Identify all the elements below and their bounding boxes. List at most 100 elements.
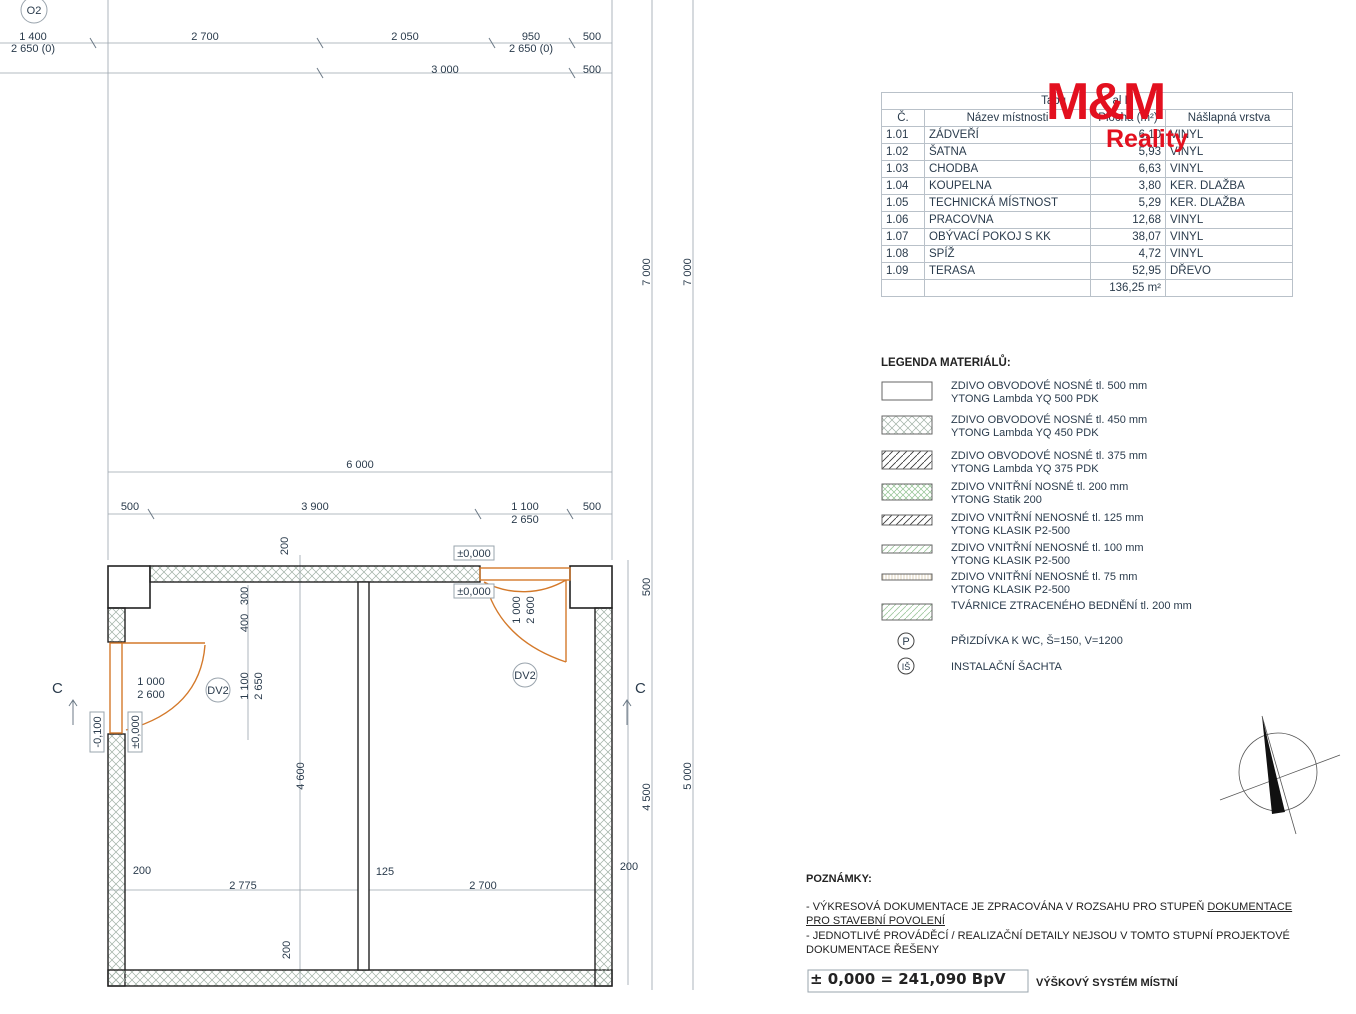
cell-floor: VINYL — [1165, 160, 1293, 178]
cell-floor: VINYL — [1165, 211, 1293, 229]
room-table: Tabu al N Č. Název místnosti Plocha (m²)… — [881, 92, 1293, 297]
height-reference-value: ± 0,000 = 241,090 BpV — [810, 970, 1006, 988]
level-left-zero: ±0,000 — [130, 715, 142, 749]
legend-item-line2: YTONG Lambda YQ 500 PDK — [951, 393, 1099, 405]
cell-floor: KER. DLAŽBA — [1165, 194, 1293, 212]
legend-item-line1: ZDIVO VNITŘNÍ NOSNÉ tl. 200 mm — [951, 481, 1129, 493]
room-table-title-tail: al N — [1112, 95, 1133, 107]
legend-item-line2: YTONG KLASIK P2-500 — [951, 584, 1071, 596]
dim-top-500a: 500 — [583, 31, 601, 43]
legend-symbol-p: P — [902, 636, 909, 648]
cell-no: 1.04 — [881, 177, 925, 195]
dim-inner-4600: 4 600 — [295, 762, 307, 790]
legend-symbol-is: IŠ — [902, 662, 911, 672]
dim-right-4500: 4 500 — [641, 783, 653, 811]
dim-top-2650a: 2 650 (0) — [11, 43, 55, 55]
cell-no: 1.07 — [881, 228, 925, 246]
legend-symbol-is-text: INSTALAČNÍ ŠACHTA — [951, 661, 1062, 673]
header-no: Č. — [881, 109, 925, 127]
level-left-minus: -0,100 — [92, 716, 104, 747]
door-left-label: DV2 — [207, 685, 228, 697]
legend-title: LEGENDA MATERIÁLŮ: — [881, 357, 1011, 369]
dim-door-right-2600: 2 600 — [525, 596, 537, 624]
height-reference-label: VÝŠKOVÝ SYSTÉM MÍSTNÍ — [1036, 977, 1178, 989]
cell-name: CHODBA — [924, 160, 1091, 178]
legend-item-line2: YTONG Lambda YQ 450 PDK — [951, 427, 1099, 439]
dim-overall-6000: 6 000 — [346, 459, 374, 471]
legend-item-line2: YTONG Statik 200 — [951, 494, 1042, 506]
logo-sub: Reality — [1106, 125, 1188, 153]
notes-line2: PRO STAVEBNÍ POVOLENÍ — [806, 915, 945, 927]
dim-bottom-200-left: 200 — [133, 865, 151, 877]
dim-row3-500b: 500 — [583, 501, 601, 513]
room-table-title: Tabu — [1041, 95, 1067, 107]
legend-item: TVÁRNICE ZTRACENÉHO BEDNĚNÍ tl. 200 mm — [951, 600, 1192, 613]
dim-right-500: 500 — [641, 578, 653, 596]
marker-o2-label: O2 — [27, 5, 42, 17]
notes-line3: - JEDNOTLIVÉ PROVÁDĚCÍ / REALIZAČNÍ DETA… — [806, 930, 1290, 942]
dim-row3-500a: 500 — [121, 501, 139, 513]
dim-top-2700: 2 700 — [191, 31, 219, 43]
cell-name: TERASA — [924, 262, 1091, 280]
door-left-height: 2 600 — [137, 689, 165, 701]
cell-name: SPÍŽ — [924, 245, 1091, 263]
cell-no: 1.05 — [881, 194, 925, 212]
legend-item-line1: ZDIVO OBVODOVÉ NOSNÉ tl. 375 mm — [951, 450, 1148, 462]
section-c-right: C — [635, 680, 646, 697]
notes-line1: - VÝKRESOVÁ DOKUMENTACE JE ZPRACOVÁNA V … — [806, 900, 1292, 914]
cell-floor: VINYL — [1165, 228, 1293, 246]
cell-area: 52,95 — [1090, 262, 1166, 280]
cell-no: 1.01 — [881, 126, 925, 144]
legend-item-line2: YTONG Lambda YQ 375 PDK — [951, 463, 1099, 475]
cell-no: 1.02 — [881, 143, 925, 161]
header-area: Plocha (m²) — [1090, 109, 1166, 127]
legend-item-line1: ZDIVO VNITŘNÍ NENOSNÉ tl. 75 mm — [951, 571, 1138, 583]
cell-no: 1.06 — [881, 211, 925, 229]
cell-name: TECHNICKÁ MÍSTNOST — [924, 194, 1091, 212]
level-top-1: ±0,000 — [457, 548, 491, 560]
dim-right-5000: 5 000 — [682, 762, 694, 790]
dim-bottom-2700: 2 700 — [469, 880, 497, 892]
notes-line4: DOKUMENTACE ŘEŠENY — [806, 944, 940, 956]
legend-item-line1: ZDIVO OBVODOVÉ NOSNÉ tl. 500 mm — [951, 380, 1148, 392]
cell-floor: KER. DLAŽBA — [1165, 177, 1293, 195]
cell-area: 6,10 — [1090, 126, 1166, 144]
legend-item-line1: TVÁRNICE ZTRACENÉHO BEDNĚNÍ tl. 200 mm — [951, 600, 1192, 612]
cell-area: 3,80 — [1090, 177, 1166, 195]
dim-inner-400: 400 — [239, 614, 251, 632]
cell-area: 6,63 — [1090, 160, 1166, 178]
cell-floor: DŘEVO — [1165, 262, 1293, 280]
dim-door-right-1000: 1 000 — [511, 596, 523, 624]
level-top-2: ±0,000 — [457, 586, 491, 598]
dim-bottom-200-right: 200 — [620, 861, 638, 873]
door-right-label: DV2 — [514, 670, 535, 682]
cell-area: 5,29 — [1090, 194, 1166, 212]
cell-name: PRACOVNA — [924, 211, 1091, 229]
dim-right-7000b: 7 000 — [682, 258, 694, 286]
cell-name: KOUPELNA — [924, 177, 1091, 195]
dim-top-3000: 3 000 — [431, 64, 459, 76]
door-left-width: 1 000 — [137, 676, 165, 688]
dim-top-950: 950 — [522, 31, 540, 43]
mm-reality-logo: M&M Reality — [1046, 76, 1188, 152]
cell-area: 4,72 — [1090, 245, 1166, 263]
legend-symbol-p-text: PŘIZDÍVKA K WC, Š=150, V=1200 — [951, 635, 1123, 647]
table-total-row: 136,25 m² — [881, 279, 1293, 297]
legend-item-line1: ZDIVO OBVODOVÉ NOSNÉ tl. 450 mm — [951, 414, 1148, 426]
cell-no: 1.09 — [881, 262, 925, 280]
cell-floor: VINYL — [1165, 245, 1293, 263]
